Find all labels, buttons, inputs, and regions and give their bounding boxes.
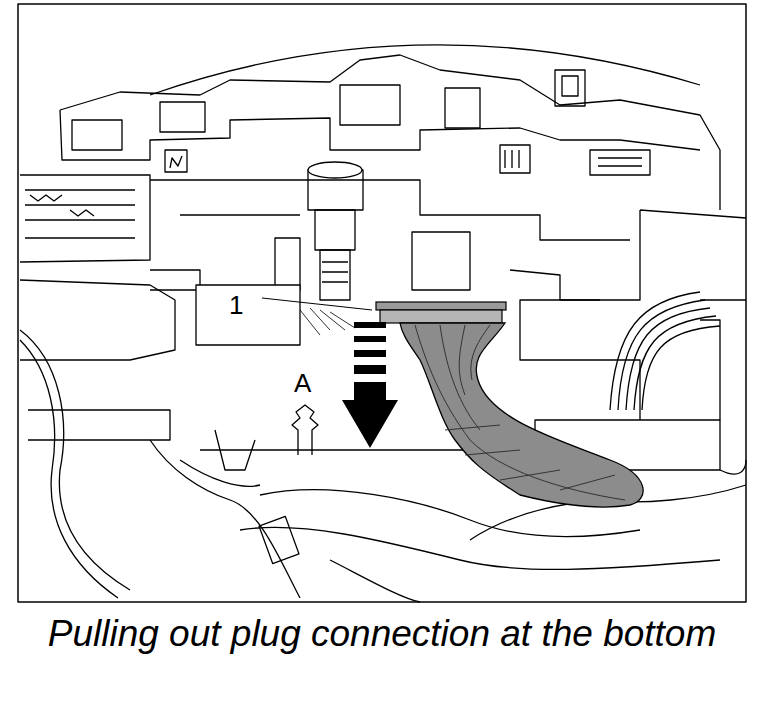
figure-caption: Pulling out plug connection at the botto… <box>32 610 732 658</box>
callout-label: 1 <box>229 292 243 318</box>
callout-label: A <box>292 370 313 396</box>
